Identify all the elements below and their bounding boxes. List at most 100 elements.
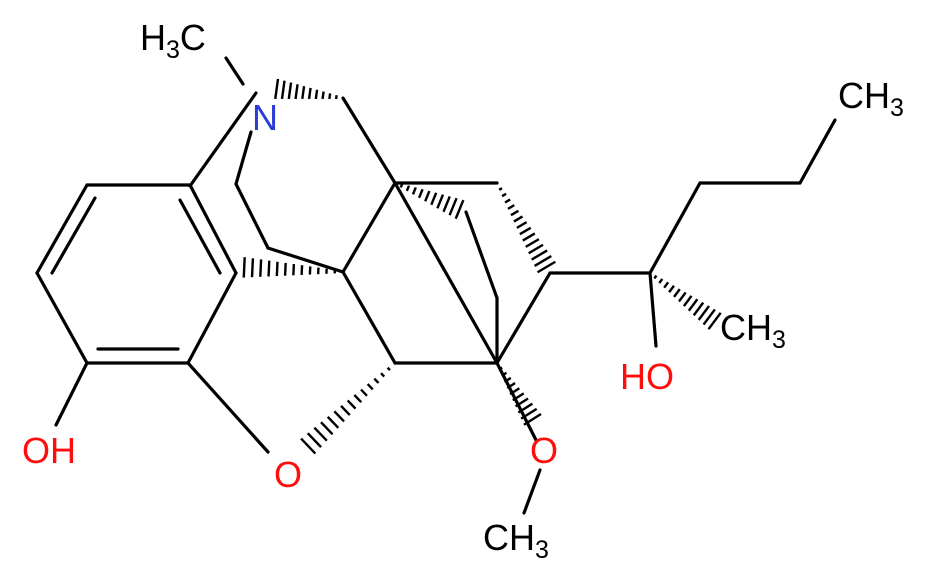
hash-line	[340, 405, 351, 416]
hash-line	[259, 259, 263, 277]
hash-line	[380, 372, 386, 378]
hash-line	[697, 305, 710, 321]
hash-line	[533, 255, 552, 267]
hash-line	[250, 258, 255, 278]
hash-line	[702, 308, 716, 326]
hash-line	[520, 407, 538, 420]
hash-line	[509, 387, 521, 396]
nitrogen-atom-label: N	[252, 97, 278, 138]
hash-line	[525, 238, 540, 248]
hash-line	[512, 392, 525, 402]
propyl-methyl-label: CH3	[838, 75, 904, 122]
aromatic-inner-bond	[178, 198, 222, 275]
bond	[35, 271, 89, 365]
bond	[188, 91, 258, 188]
hash-line	[333, 410, 345, 423]
hash-line	[658, 278, 664, 284]
hash-line	[501, 371, 508, 377]
hash-line	[307, 87, 312, 100]
double-bonds	[50, 196, 222, 351]
hash-line	[334, 95, 338, 100]
hash-line	[707, 312, 722, 330]
hash-line	[436, 194, 445, 209]
hash-line	[353, 394, 363, 404]
phenol-hydroxyl-label: OH	[22, 430, 76, 471]
hash-line	[668, 285, 675, 293]
hash-line	[522, 232, 536, 242]
hash-line	[292, 264, 296, 276]
hash-line	[306, 432, 322, 448]
hash-line	[283, 262, 287, 276]
hash-line	[503, 376, 512, 383]
hash-line	[653, 274, 658, 280]
hash-line	[411, 187, 417, 195]
bond	[234, 182, 270, 250]
hash-line	[424, 190, 431, 202]
hash-line	[687, 298, 699, 312]
hash-line	[454, 199, 465, 220]
hash-line	[328, 93, 332, 100]
hash-line	[523, 412, 542, 426]
hash-line	[386, 366, 391, 371]
hash-line	[504, 198, 511, 204]
hash-line	[320, 421, 334, 436]
hash-line	[274, 78, 280, 100]
aromatic-inner-bond	[50, 196, 97, 275]
hash-line	[267, 260, 271, 277]
hash-line	[682, 295, 693, 307]
hash-line	[373, 377, 380, 384]
hash-line	[510, 209, 520, 217]
bond	[648, 181, 702, 275]
hash-line	[514, 397, 529, 408]
hash-line	[507, 204, 515, 210]
hash-line	[301, 85, 306, 100]
bond	[224, 56, 245, 86]
bond	[234, 130, 253, 186]
hash-line	[417, 188, 424, 199]
hash-line	[314, 89, 319, 100]
bond	[188, 183, 238, 275]
bond	[648, 271, 658, 348]
hash-line	[442, 195, 451, 213]
side-hydroxyl-label: HO	[620, 356, 674, 397]
hash-line	[287, 82, 293, 100]
hash-line	[321, 91, 325, 100]
hash-line	[501, 192, 507, 198]
hash-line	[663, 281, 670, 289]
ether-oxygen-label: O	[274, 454, 302, 495]
hash-line	[516, 221, 528, 229]
bond	[464, 210, 499, 300]
bond	[522, 468, 542, 515]
bond	[495, 271, 552, 365]
bond	[341, 96, 397, 185]
hash-line	[399, 183, 404, 188]
side-methyl-label: CH3	[720, 307, 786, 354]
bond	[54, 361, 89, 427]
hash-line	[536, 260, 556, 274]
single-bonds	[35, 56, 837, 515]
hash-line	[506, 382, 516, 390]
hash-line	[242, 257, 246, 278]
hash-line	[346, 399, 357, 410]
hash-line	[498, 366, 503, 371]
bond	[341, 181, 397, 274]
hash-line	[300, 437, 317, 455]
hash-line	[513, 215, 524, 223]
hash-line	[528, 243, 544, 255]
bond	[35, 183, 89, 275]
hash-line	[519, 226, 532, 236]
hash-line	[677, 291, 687, 303]
atom-labels: H3C N CH3 CH3 HO OH O O CH3	[22, 17, 904, 564]
hash-line	[531, 249, 548, 261]
methoxy-oxygen-label: O	[530, 430, 558, 471]
bond	[186, 271, 238, 365]
hash-line	[448, 197, 458, 216]
hash-line	[430, 192, 438, 206]
hash-line	[405, 185, 411, 192]
hash-line	[280, 80, 286, 100]
hash-line	[692, 301, 705, 317]
bond	[798, 118, 837, 185]
n-methyl-label: H3C	[140, 17, 206, 64]
